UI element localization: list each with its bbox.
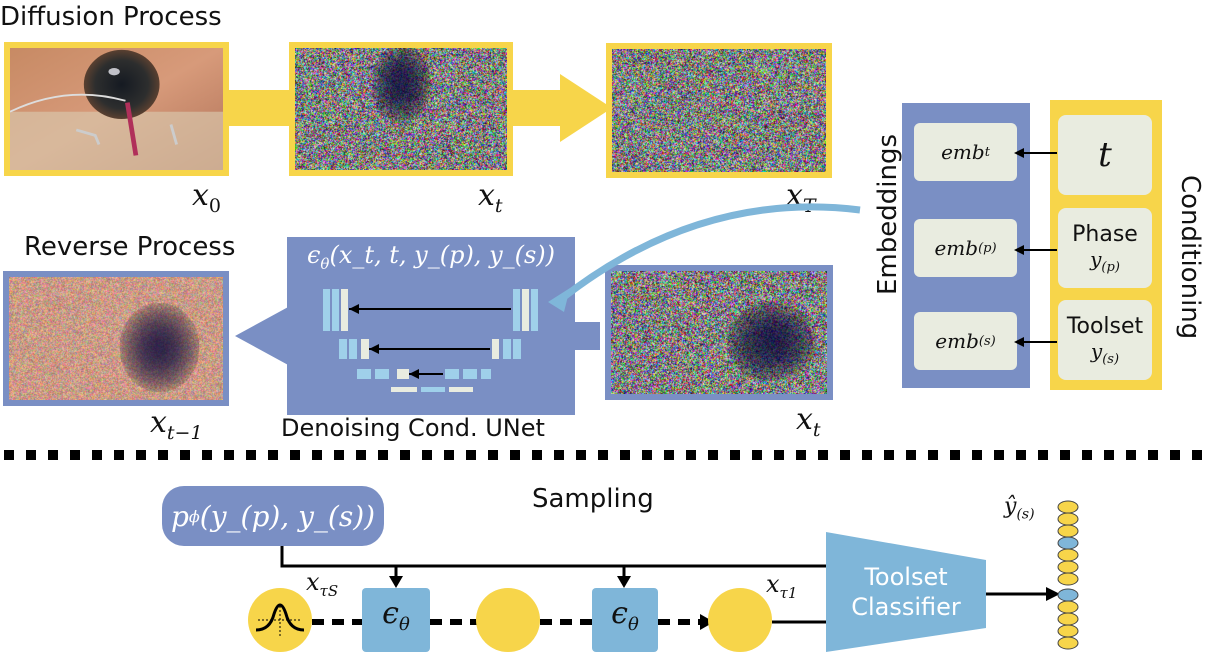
- unet-architecture-icon: [323, 289, 538, 392]
- noisy-image: [295, 48, 507, 170]
- cond-t: t: [1058, 115, 1152, 195]
- toolset-classifier: [826, 532, 986, 652]
- image-x-t-minus-1: [3, 271, 229, 406]
- image-x0: [4, 42, 229, 176]
- eps-box-1: [362, 588, 430, 652]
- unet-caption: Denoising Cond. UNet: [281, 414, 545, 442]
- final-node: [708, 588, 772, 652]
- noisy-input-image: [611, 271, 827, 394]
- image-xt-reverse: [605, 265, 833, 400]
- output-label: ŷ(s): [1004, 494, 1035, 523]
- surgical-frame-image: [10, 48, 223, 170]
- unet-formula: ϵθ(x_t, t, y_(p), y_(s)): [306, 241, 556, 273]
- eps-label-2: ϵθ: [611, 596, 639, 635]
- label-xt-reverse: xt: [796, 402, 821, 441]
- toolset-var: y(s): [1090, 338, 1120, 367]
- phase-label: Phase: [1072, 221, 1138, 247]
- label-x-t-minus-1: xt−1: [150, 405, 203, 444]
- pure-noise-image: [612, 49, 826, 172]
- toolset-label: Toolset: [1066, 313, 1144, 339]
- denoised-image: [9, 277, 223, 400]
- image-xT: [606, 43, 832, 178]
- image-xt: [289, 42, 513, 176]
- conditioning-column: t Phase y(p) Toolset y(s): [1050, 100, 1162, 390]
- emb-s: emb(s): [914, 312, 1017, 370]
- classifier-line2: Classifier: [851, 593, 961, 621]
- eps-box-2: [592, 588, 658, 652]
- arrow-x0-xt: [225, 90, 295, 126]
- cond-toolset: Toolset y(s): [1058, 300, 1152, 380]
- eps-label-1: ϵθ: [382, 596, 410, 635]
- reverse-title: Reverse Process: [24, 232, 236, 262]
- diffusion-title: Diffusion Process: [0, 2, 222, 32]
- phase-var: y(p): [1090, 246, 1120, 275]
- label-x-tau-1: xτ1: [766, 570, 798, 602]
- sampling-title: Sampling: [532, 484, 654, 514]
- classifier-line1: Toolset: [864, 563, 948, 591]
- label-x-tau-S: xτS: [306, 568, 339, 600]
- unet-box: ϵθ(x_t, t, y_(p), y_(s)): [287, 237, 575, 415]
- arrow-xt-xT: [510, 74, 612, 142]
- label-xt: xt: [478, 178, 503, 217]
- output-vector: [1057, 500, 1079, 650]
- label-x0: x0: [192, 178, 222, 217]
- intermediate-node: [476, 588, 540, 652]
- cond-phase: Phase y(p): [1058, 208, 1152, 288]
- emb-p: emb(p): [914, 219, 1017, 277]
- classifier-label: Toolset Classifier: [836, 562, 976, 622]
